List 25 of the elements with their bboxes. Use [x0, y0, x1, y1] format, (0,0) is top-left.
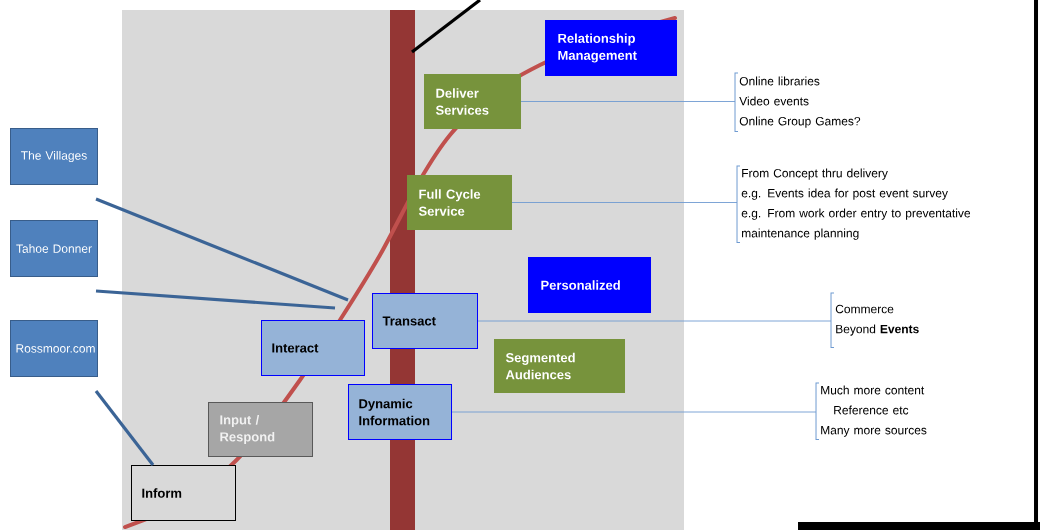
stage-box: Personalized	[528, 257, 651, 313]
leader-line	[94, 390, 155, 466]
stage-box: Inform	[131, 465, 236, 521]
stage-box: Full Cycle Service	[407, 175, 512, 230]
bracket-note: From Concept thru delivery e.g. Events idea for post event survey e.g. From work order entry to preventative maintenance planning	[736, 165, 971, 243]
leader-line	[95, 289, 336, 310]
bracket-note: Commerce Beyond Events	[830, 292, 919, 348]
example-box: Tahoe Donner	[10, 220, 98, 277]
stage-box: Relationship Management	[545, 20, 677, 76]
connector-line	[477, 320, 832, 322]
stage-box: Interact	[261, 320, 365, 376]
connector-line	[511, 202, 738, 203]
connector-line	[520, 101, 736, 102]
stage-box: Input / Respond	[208, 402, 313, 457]
example-box: Rossmoor.com	[10, 320, 98, 377]
example-box: The Villages	[10, 128, 98, 185]
stage-box: Deliver Services	[424, 74, 521, 129]
connector-line	[451, 411, 817, 413]
bracket-note: Much more content Reference etc Many more sources	[815, 382, 927, 440]
leader-line	[411, 0, 481, 54]
leader-line	[95, 197, 349, 302]
stage-box: Segmented Audiences	[494, 339, 625, 393]
stage-box: Dynamic Information	[348, 384, 452, 440]
stage-box: Transact	[372, 293, 478, 349]
bracket-note: Online libraries Video events Online Group Games?	[734, 72, 861, 132]
